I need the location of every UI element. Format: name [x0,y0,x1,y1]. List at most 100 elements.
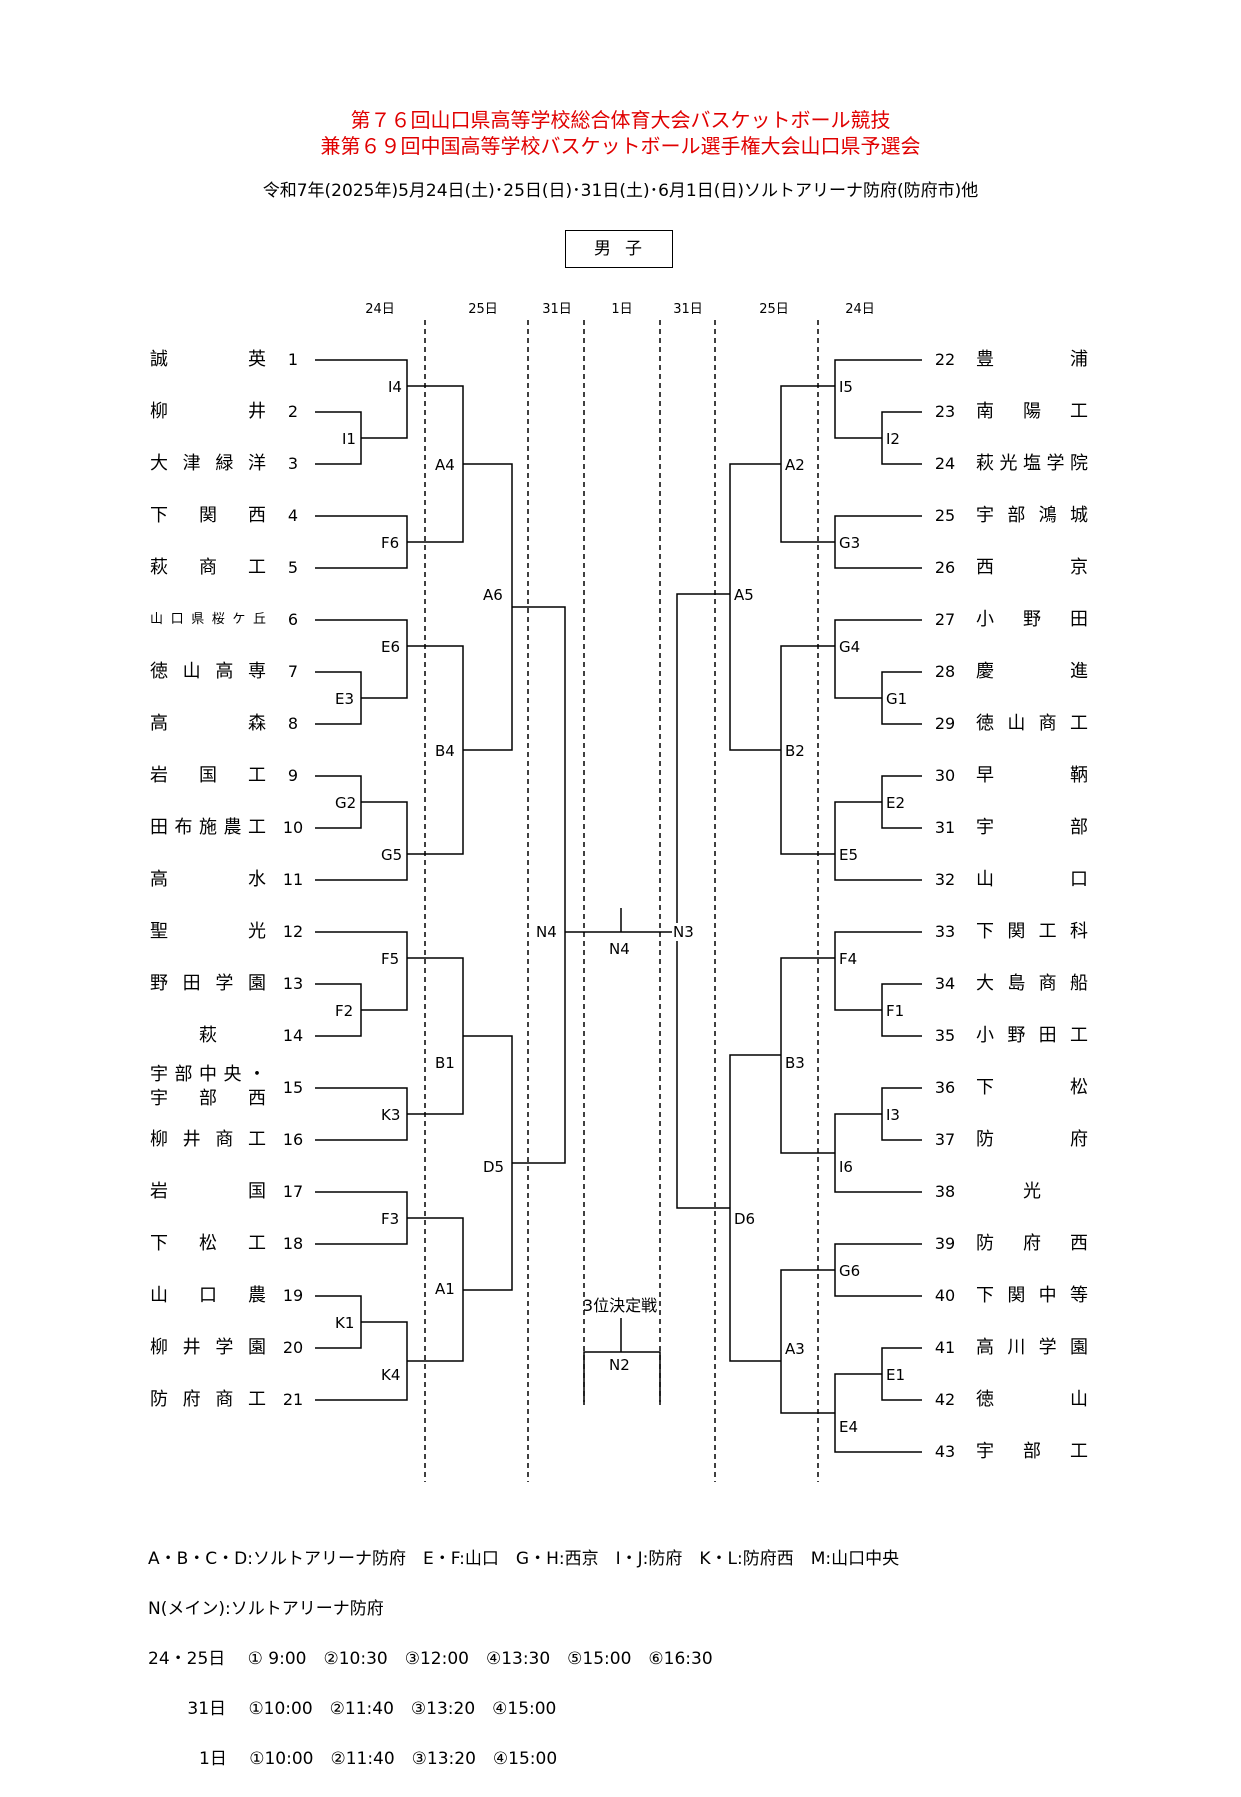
team-number: 19 [282,1286,304,1305]
tournament-bracket [315,320,922,1482]
match-label: B3 [784,1054,806,1072]
match-label: G1 [885,690,909,708]
team-number: 26 [934,558,956,577]
team-number: 11 [282,870,304,889]
day-header: 31日 [542,302,572,317]
team-name: 西京 [976,557,1088,578]
match-label: D6 [733,1210,757,1228]
team-name-line2: 宇部西 [150,1088,266,1109]
match-label: K1 [334,1314,356,1332]
match-label: F2 [334,1002,355,1020]
team-number: 27 [934,610,956,629]
team-name: 高水 [150,869,266,890]
match-label: A3 [784,1340,806,1358]
team-name: 慶進 [976,661,1088,682]
team-number: 13 [282,974,304,993]
team-number: 20 [282,1338,304,1357]
day-header: 1日 [611,302,633,317]
team-name: 防府商工 [150,1389,266,1410]
match-label: F5 [380,950,401,968]
gender-label: 男子 [565,230,673,268]
team-number: 41 [934,1338,956,1357]
team-number: 8 [287,714,299,733]
team-number: 33 [934,922,956,941]
team-name: 柳井商工 [150,1129,266,1150]
day-header: 24日 [365,302,395,317]
third-place-label: 3位決定戦 [582,1296,658,1315]
match-label: N3 [672,923,695,941]
venue-schedule-notes: A・B・C・D:ソルトアリーナ防府 E・F:山口 G・H:西京 I・J:防府 K… [148,1522,899,1797]
team-number: 6 [287,610,299,629]
team-name: 徳山 [976,1389,1088,1410]
team-number: 38 [934,1182,956,1201]
team-name: 山口県桜ケ丘 [150,612,266,627]
team-number: 40 [934,1286,956,1305]
day-header: 25日 [468,302,498,317]
match-label: I1 [341,430,357,448]
match-label: I5 [838,378,854,396]
match-label: K4 [380,1366,402,1384]
team-number: 15 [282,1078,304,1097]
team-number: 2 [287,402,299,421]
team-number: 3 [287,454,299,473]
match-label: F1 [885,1002,906,1020]
team-number: 24 [934,454,956,473]
match-label: A2 [784,456,806,474]
team-name: 下関中等 [976,1285,1088,1306]
team-number: 18 [282,1234,304,1253]
team-name: 宇部鴻城 [976,505,1088,526]
team-name: 大津緑洋 [150,453,266,474]
match-label: E4 [838,1418,860,1436]
match-label: A1 [434,1280,456,1298]
team-number: 35 [934,1026,956,1045]
team-name: 下関工科 [976,921,1088,942]
title-line-2: 兼第６９回中国高等学校バスケットボール選手権大会山口県予選会 [320,134,921,158]
day-header: 25日 [759,302,789,317]
team-name: 柳井 [150,401,266,422]
team-number: 28 [934,662,956,681]
team-name: 萩 [199,1025,217,1046]
team-number: 37 [934,1130,956,1149]
match-label: I6 [838,1158,854,1176]
team-number: 25 [934,506,956,525]
team-number: 1 [287,350,299,369]
team-name: 誠英 [150,349,266,370]
venue-note: A・B・C・D:ソルトアリーナ防府 E・F:山口 G・H:西京 I・J:防府 K… [148,1549,900,1569]
match-label: I2 [885,430,901,448]
team-name: 田布施農工 [150,817,266,838]
team-name: 山口 [976,869,1088,890]
match-label: G2 [334,794,358,812]
match-label: E5 [838,846,860,864]
team-name: 高森 [150,713,266,734]
team-name: 野田学園 [150,973,266,994]
match-label: I3 [885,1106,901,1124]
team-name: 柳井学園 [150,1337,266,1358]
team-name: 萩商工 [150,557,266,578]
team-number: 39 [934,1234,956,1253]
team-number: 29 [934,714,956,733]
team-number: 17 [282,1182,304,1201]
match-label: G3 [838,534,862,552]
team-number: 34 [934,974,956,993]
match-label: F6 [380,534,401,552]
team-name: 下松 [976,1077,1088,1098]
team-name: 小野田 [976,609,1088,630]
match-label: F4 [838,950,859,968]
bracket-lines-right [676,359,922,1453]
team-name: 山口農 [150,1285,266,1306]
team-number: 22 [934,350,956,369]
match-label: A5 [733,586,755,604]
team-number: 43 [934,1442,956,1461]
team-name: 徳山高専 [150,661,266,682]
team-name: 防府 [976,1129,1088,1150]
team-number: 23 [934,402,956,421]
main-venue-note: N(メイン):ソルトアリーナ防府 [148,1599,384,1619]
team-number: 9 [287,766,299,785]
match-label: I4 [387,378,403,396]
team-name: 宇部工 [976,1441,1088,1462]
final-match-label: N4 [608,940,631,958]
team-name: 聖光 [150,921,266,942]
team-name: 大島商船 [976,973,1088,994]
match-label: G4 [838,638,862,656]
team-name: 宇部中央・ [150,1064,266,1085]
